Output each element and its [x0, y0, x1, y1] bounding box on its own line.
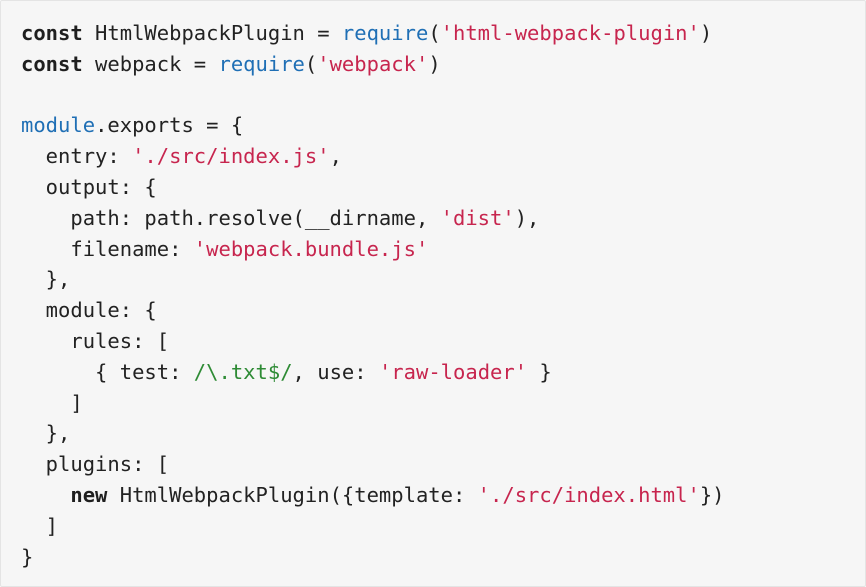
code-token-string: './src/index.js': [132, 144, 330, 169]
code-token-string: 'webpack': [317, 51, 429, 76]
code-token-plain: HtmlWebpackPlugin({template:: [107, 482, 478, 507]
code-token-string: 'dist': [440, 205, 515, 230]
code-token-plain: rules: [: [21, 328, 170, 353]
code-line: new HtmlWebpackPlugin({template: './src/…: [21, 480, 725, 511]
code-line: output: {: [21, 172, 725, 203]
code-line: path: path.resolve(__dirname, 'dist'),: [21, 203, 725, 234]
code-token-string: 'webpack.bundle.js': [193, 236, 429, 261]
code-token-plain: },: [21, 421, 71, 446]
code-token-plain: ]: [21, 390, 83, 415]
code-token-plain: ,: [329, 144, 342, 169]
code-token-plain: }): [699, 482, 725, 507]
code-token-plain: output: {: [21, 174, 157, 199]
code-line: { test: /\.txt$/, use: 'raw-loader' }: [21, 357, 725, 388]
code-line: ​: [21, 80, 725, 111]
code-token-plain: ): [428, 51, 441, 76]
code-line: entry: './src/index.js',: [21, 141, 725, 172]
code-line: }: [21, 542, 725, 573]
code-token-plain: ]: [21, 513, 59, 538]
code-token-keyword: new: [70, 482, 108, 507]
code-token-builtin: require: [218, 51, 305, 76]
code-token-regex: /\.txt$/: [193, 359, 293, 384]
code-token-plain: ),: [514, 205, 540, 230]
code-token-plain: { test:: [21, 359, 194, 384]
code-line: ]: [21, 388, 725, 419]
code-token-keyword: const: [21, 21, 83, 45]
code-token-builtin: module: [21, 113, 96, 138]
code-token-plain: [21, 483, 70, 507]
code-token-plain: plugins: [: [21, 452, 170, 477]
code-line: module: {: [21, 295, 725, 326]
code-token-string: 'html-webpack-plugin': [440, 21, 700, 45]
code-token-plain: ): [699, 21, 713, 45]
code-token-plain: .exports = {: [95, 113, 244, 138]
code-line: ]: [21, 511, 725, 542]
code-token-string: 'raw-loader': [378, 359, 528, 384]
code-line: module.exports = {: [21, 110, 725, 141]
code-line: plugins: [: [21, 449, 725, 480]
code-token-plain: },: [21, 267, 71, 292]
code-token-plain: HtmlWebpackPlugin =: [82, 21, 342, 45]
code-token-plain: webpack =: [82, 51, 219, 76]
code-token-plain: (: [428, 21, 441, 45]
code-token-plain: entry:: [21, 144, 133, 169]
code-line: },: [21, 418, 725, 449]
code-token-plain: }: [527, 359, 552, 384]
code-token-keyword: const: [21, 51, 83, 76]
code-line: rules: [: [21, 326, 725, 357]
code-token-string: './src/index.html': [477, 482, 700, 507]
code-token-plain: }: [21, 544, 34, 569]
code-token-plain: filename:: [21, 236, 194, 261]
code-token-builtin: require: [341, 21, 429, 45]
code-block: const HtmlWebpackPlugin = require('html-…: [21, 18, 725, 572]
code-line: filename: 'webpack.bundle.js': [21, 234, 725, 265]
code-token-plain: module: {: [21, 298, 157, 323]
code-token-plain: (: [304, 51, 318, 76]
code-line: const webpack = require('webpack'): [21, 49, 725, 80]
code-token-plain: path: path.resolve(__dirname,: [21, 205, 441, 230]
code-line: const HtmlWebpackPlugin = require('html-…: [21, 18, 725, 49]
code-line: },: [21, 264, 725, 295]
code-token-plain: , use:: [292, 359, 379, 384]
